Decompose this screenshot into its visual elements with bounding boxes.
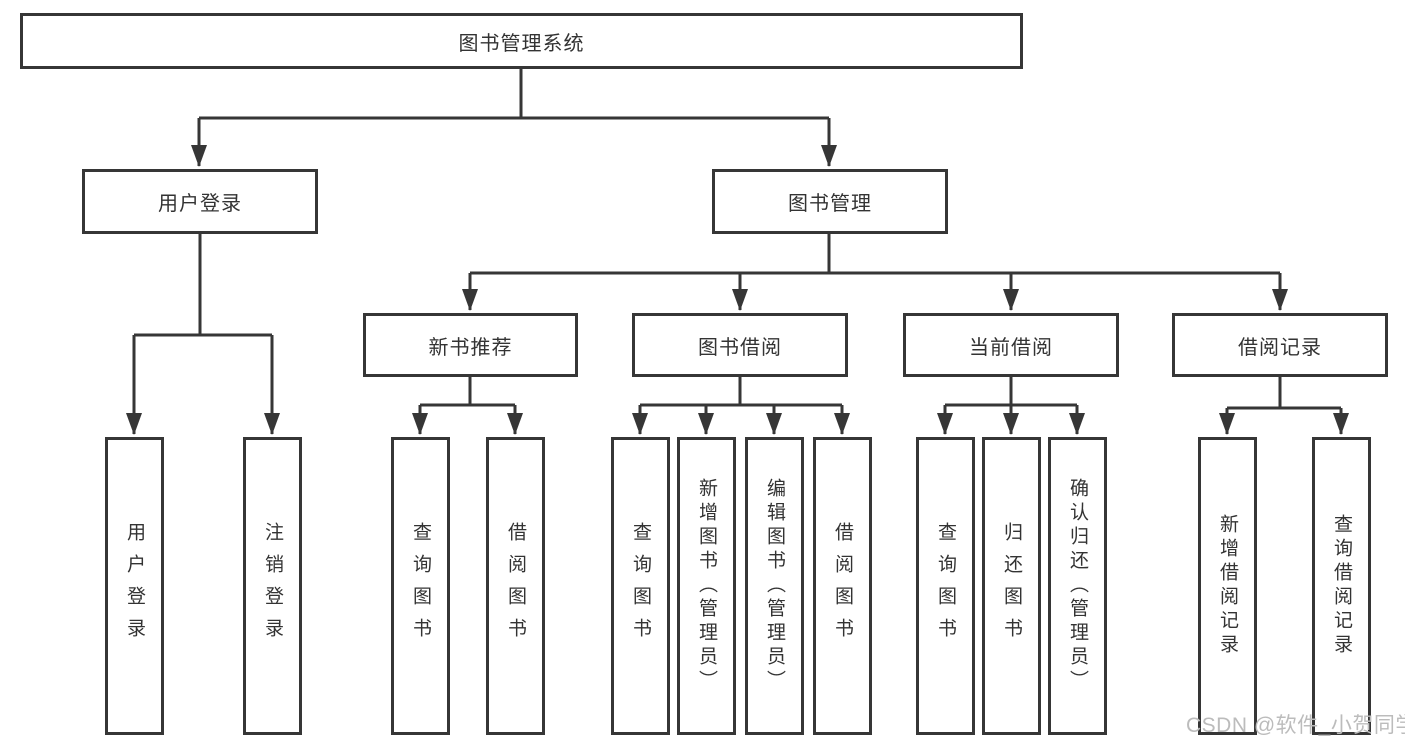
node-label: 用户登录 [158,193,242,215]
node-new-book-recommend: 新书推荐 [363,313,578,377]
leaf-borrow-books-recommend: 借阅图书 [486,437,545,735]
leaf-query-books-recommend: 查询图书 [391,437,450,735]
leaf-logout: 注销登录 [243,437,302,735]
node-label: 图书管理系统 [458,32,585,55]
node-label: 查询图书 [630,522,651,650]
leaf-add-borrow-record: 新增借阅记录 [1198,437,1257,735]
node-label: 新增图书（管理员） [696,478,717,694]
node-label: 用户登录 [124,522,145,650]
node-label: 查询图书 [935,522,956,650]
node-system-root: 图书管理系统 [20,13,1023,69]
node-label: 归还图书 [1001,522,1022,650]
node-current-borrowing: 当前借阅 [903,313,1119,377]
node-book-management: 图书管理 [712,169,948,234]
leaf-user-login: 用户登录 [105,437,164,735]
leaf-add-book-admin: 新增图书（管理员） [677,437,736,735]
node-label: 图书管理 [788,193,872,215]
node-label: 编辑图书（管理员） [764,478,785,694]
leaf-return-book: 归还图书 [982,437,1041,735]
leaf-edit-book-admin: 编辑图书（管理员） [745,437,804,735]
node-label: 查询借阅记录 [1331,514,1352,658]
node-book-borrowing: 图书借阅 [632,313,848,377]
node-borrowing-records: 借阅记录 [1172,313,1388,377]
leaf-query-borrow-record: 查询借阅记录 [1312,437,1371,735]
node-label: 图书借阅 [698,336,782,359]
leaf-borrow-books-borrowing: 借阅图书 [813,437,872,735]
leaf-query-books-current: 查询图书 [916,437,975,735]
node-label: 当前借阅 [969,336,1053,359]
csdn-watermark: CSDN @软件_小贺同学 [1186,714,1405,737]
node-label: 注销登录 [262,522,283,650]
node-label: 确认归还（管理员） [1067,478,1088,694]
node-user-login: 用户登录 [82,169,318,234]
node-label: 查询图书 [410,522,431,650]
leaf-confirm-return-admin: 确认归还（管理员） [1048,437,1107,735]
node-label: 借阅图书 [832,522,853,650]
node-label: 借阅图书 [505,522,526,650]
node-label: 借阅记录 [1238,336,1322,359]
node-label: 新书推荐 [428,336,513,359]
node-label: 新增借阅记录 [1217,514,1238,658]
leaf-query-books-borrowing: 查询图书 [611,437,670,735]
